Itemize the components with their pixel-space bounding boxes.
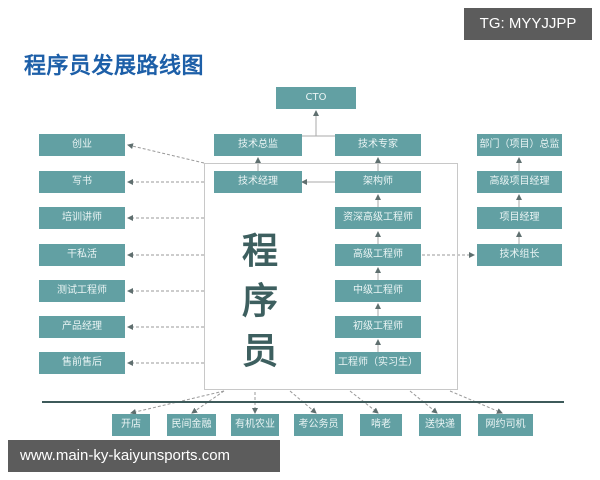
node-intern-engineer[interactable]: 工程师（实习生） bbox=[335, 352, 421, 374]
node-left-exit[interactable]: 售前售后 bbox=[39, 352, 125, 374]
node-junior-engineer[interactable]: 初级工程师 bbox=[335, 316, 421, 338]
node-tech-lead[interactable]: 技术组长 bbox=[477, 244, 562, 266]
watermark-badge: TG: MYYJJPP bbox=[464, 8, 592, 40]
node-left-exit[interactable]: 干私活 bbox=[39, 244, 125, 266]
node-architect[interactable]: 架构师 bbox=[335, 171, 421, 193]
page-title: 程序员发展路线图 bbox=[24, 54, 205, 79]
node-mid-engineer[interactable]: 中级工程师 bbox=[335, 280, 421, 302]
node-left-exit[interactable]: 测试工程师 bbox=[39, 280, 125, 302]
node-tech-manager[interactable]: 技术经理 bbox=[214, 171, 302, 193]
node-bottom-exit[interactable]: 送快递 bbox=[419, 414, 461, 436]
center-char-2: 序 bbox=[241, 281, 278, 322]
node-tech-director[interactable]: 技术总监 bbox=[214, 134, 302, 156]
node-left-exit[interactable]: 培训讲师 bbox=[39, 207, 125, 229]
node-left-exit[interactable]: 产品经理 bbox=[39, 316, 125, 338]
center-char-3: 员 bbox=[241, 331, 278, 372]
node-dept-director[interactable]: 部门（项目）总监 bbox=[477, 134, 562, 156]
center-char-1: 程 bbox=[241, 231, 278, 272]
node-bottom-exit[interactable]: 啃老 bbox=[360, 414, 402, 436]
node-bottom-exit[interactable]: 有机农业 bbox=[231, 414, 279, 436]
node-tech-expert[interactable]: 技术专家 bbox=[335, 134, 421, 156]
node-left-exit[interactable]: 写书 bbox=[39, 171, 125, 193]
node-left-exit[interactable]: 创业 bbox=[39, 134, 125, 156]
programmer-frame bbox=[204, 163, 458, 390]
node-bottom-exit[interactable]: 开店 bbox=[112, 414, 150, 436]
watermark-url: www.main-ky-kaiyunsports.com bbox=[8, 440, 280, 472]
baseline-divider bbox=[42, 401, 564, 403]
node-bottom-exit[interactable]: 民间金融 bbox=[167, 414, 216, 436]
node-bottom-exit[interactable]: 考公务员 bbox=[294, 414, 343, 436]
node-pm[interactable]: 项目经理 bbox=[477, 207, 562, 229]
node-bottom-exit[interactable]: 网约司机 bbox=[478, 414, 533, 436]
node-senior-engineer[interactable]: 高级工程师 bbox=[335, 244, 421, 266]
node-senior-pm[interactable]: 高级项目经理 bbox=[477, 171, 562, 193]
node-senior-staff-engineer[interactable]: 资深高级工程师 bbox=[335, 207, 421, 229]
node-cto[interactable]: CTO bbox=[276, 87, 356, 109]
